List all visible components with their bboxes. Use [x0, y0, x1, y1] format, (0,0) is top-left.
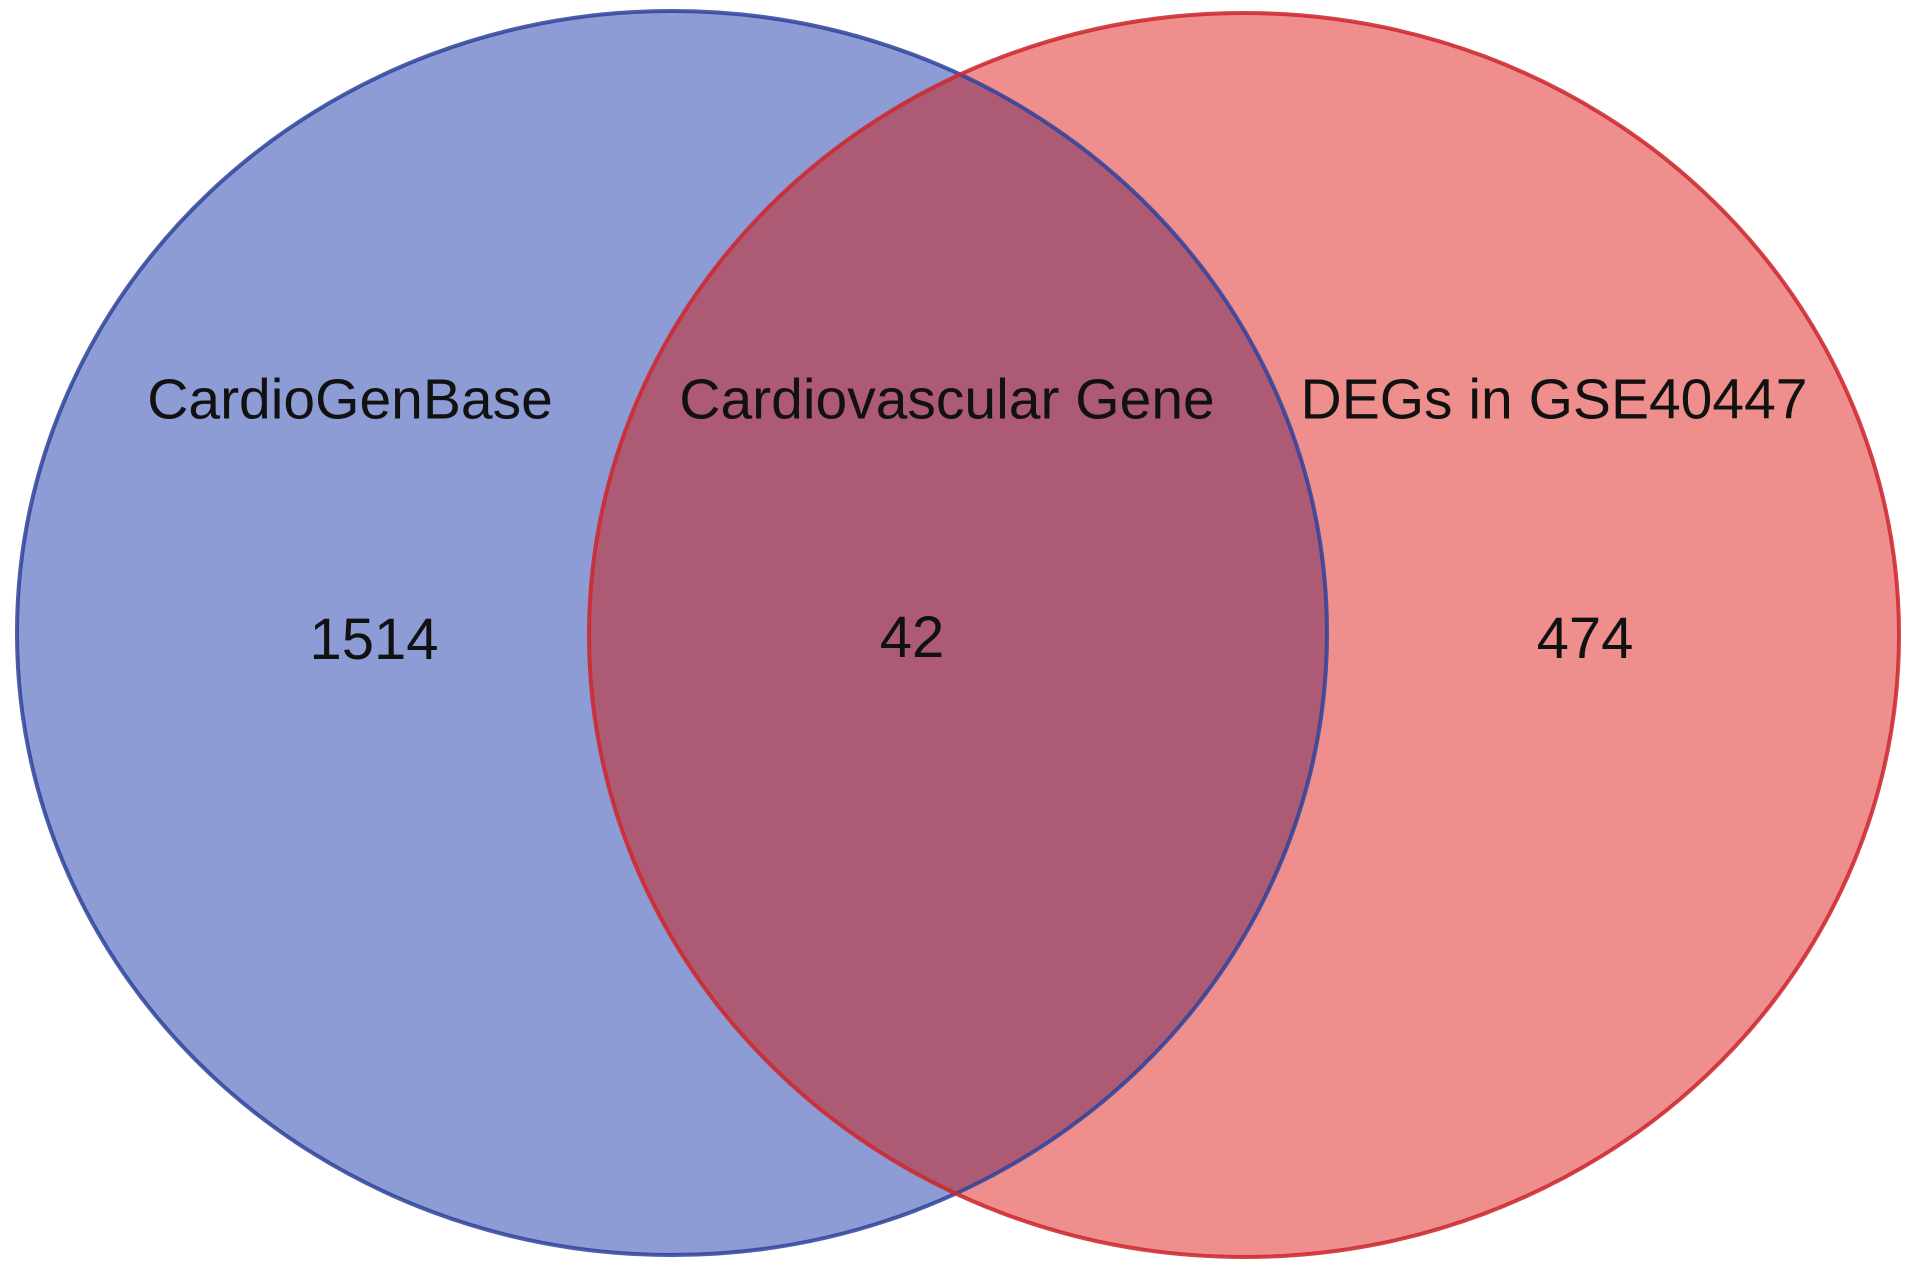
right-set-label: DEGs in GSE40447	[1300, 367, 1808, 432]
intersection-label: Cardiovascular Gene	[679, 367, 1215, 432]
left-set-outline	[15, 9, 1329, 1257]
intersection-count: 42	[879, 605, 945, 670]
intersection-region	[589, 13, 1327, 1255]
left-set-count: 1514	[309, 607, 439, 672]
right-set-count: 474	[1536, 606, 1634, 671]
right-set-outline	[587, 11, 1901, 1259]
left-set-label: CardioGenBase	[147, 367, 553, 432]
